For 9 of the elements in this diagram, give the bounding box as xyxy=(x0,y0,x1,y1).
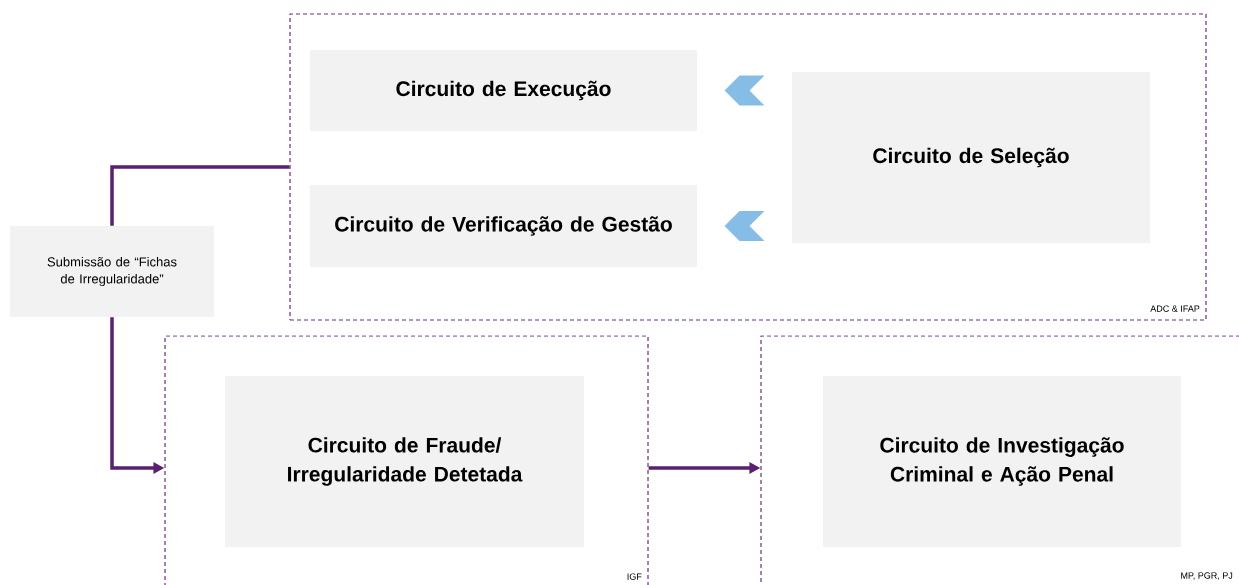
process-box: Circuito de Execução xyxy=(310,50,697,131)
connector-line xyxy=(110,165,290,226)
chevron-arrow xyxy=(724,211,765,241)
process-box: Circuito de Fraude/ Irregularidade Detetada xyxy=(225,376,584,547)
process-box: Circuito de Verificação de Gestão xyxy=(310,185,697,267)
note-box: Submissão de “Fichas de Irregularidade” xyxy=(10,226,214,317)
process-box: Circuito de Investigação Criminal e Ação Penal xyxy=(823,376,1181,547)
chevron-arrow xyxy=(724,75,765,106)
process-box: Circuito de Seleção xyxy=(792,72,1150,243)
